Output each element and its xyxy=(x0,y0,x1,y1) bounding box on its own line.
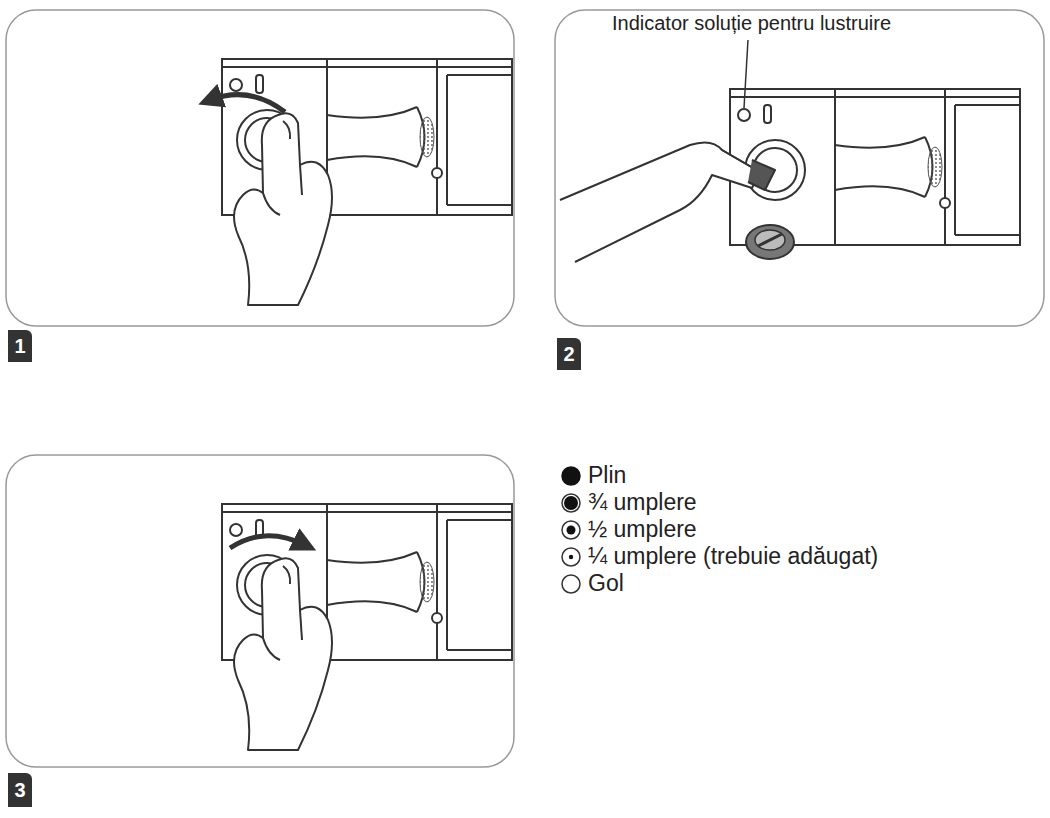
legend-text: ¼ umplere (trebuie adăugat) xyxy=(588,543,878,570)
turn-arrow xyxy=(230,536,305,548)
bottle xyxy=(560,142,775,262)
legend: Plin¾ umplere½ umplere¼ umplere (trebuie… xyxy=(560,462,878,597)
callout-number: 1 xyxy=(14,335,25,358)
legend-text: ½ umplere xyxy=(588,516,697,543)
step-number-tab: 1 xyxy=(8,330,32,362)
hand xyxy=(234,558,332,750)
legend-text: Plin xyxy=(588,462,626,489)
legend-row: ¼ umplere (trebuie adăugat) xyxy=(560,543,878,570)
callout-number: 3 xyxy=(14,779,25,802)
part-label: Indicator soluție pentru lustruire xyxy=(612,12,891,34)
panel-frame xyxy=(555,10,1044,326)
panel-frame xyxy=(6,10,514,326)
legend-row: ½ umplere xyxy=(560,516,878,543)
turn-arrow xyxy=(210,95,285,112)
legend-row: Gol xyxy=(560,570,878,597)
level-symbol xyxy=(560,546,582,568)
level-symbol xyxy=(560,519,582,541)
part-label: Indicator soluție pentru lustruire xyxy=(612,12,891,35)
step-number-tab: 2 xyxy=(557,338,581,370)
hand xyxy=(234,113,332,305)
dispenser xyxy=(730,89,1020,245)
callout-number: 2 xyxy=(563,343,574,366)
legend-text: ¾ umplere xyxy=(588,489,697,516)
level-symbol xyxy=(560,573,582,595)
leader-line xyxy=(744,40,748,108)
level-symbol xyxy=(560,465,582,487)
legend-text: Gol xyxy=(588,570,624,597)
legend-row: Plin xyxy=(560,462,878,489)
step-number-tab: 3 xyxy=(8,773,32,807)
panel-frame xyxy=(6,455,514,767)
removed-cap xyxy=(746,225,794,259)
level-symbol xyxy=(560,492,582,514)
legend-row: ¾ umplere xyxy=(560,489,878,516)
